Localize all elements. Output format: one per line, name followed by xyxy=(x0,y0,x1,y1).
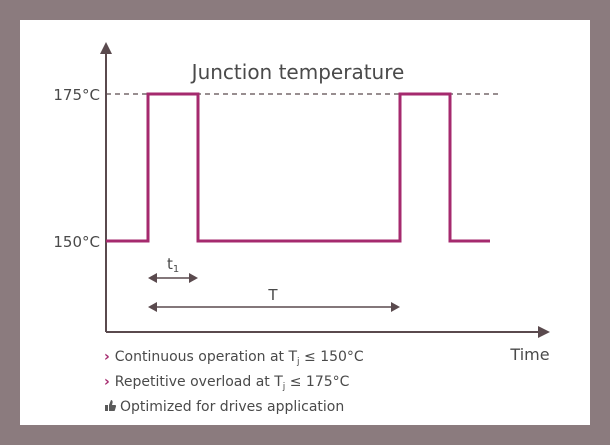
notes-list: ›Continuous operation at Tj ≤ 150°C ›Rep… xyxy=(104,347,364,418)
t1-span: t1 xyxy=(148,255,198,283)
x-axis-label: Time xyxy=(509,345,549,364)
diagram-title: Junction temperature xyxy=(190,60,405,84)
period-label: T xyxy=(267,286,278,304)
note-repetitive-overload: ›Repetitive overload at Tj ≤ 175°C xyxy=(104,372,364,397)
chevron-icon: › xyxy=(104,349,110,365)
y-tick-150: 150°C xyxy=(53,233,100,251)
chevron-icon: › xyxy=(104,374,110,390)
thumbs-up-icon xyxy=(104,398,117,418)
t1-label: t1 xyxy=(167,255,179,275)
note-subscript: j xyxy=(282,382,286,392)
diagram-panel: 175°C 150°C Junction temperature Time t1… xyxy=(20,20,590,425)
note-suffix: ≤ 150°C xyxy=(299,349,364,365)
note-text: Optimized for drives application xyxy=(120,399,345,415)
period-right-arrow-icon xyxy=(391,302,400,312)
note-subscript: j xyxy=(297,357,300,367)
t1-right-arrow-icon xyxy=(189,273,198,283)
note-continuous-operation: ›Continuous operation at Tj ≤ 150°C xyxy=(104,347,364,372)
period-left-arrow-icon xyxy=(148,302,157,312)
period-span: T xyxy=(148,286,400,312)
note-text: Continuous operation at T xyxy=(114,349,298,365)
x-axis-arrow-icon xyxy=(538,326,550,338)
y-axis-arrow-icon xyxy=(100,42,112,54)
note-drives-application: Optimized for drives application xyxy=(104,397,364,418)
junction-temperature-diagram: 175°C 150°C Junction temperature Time t1… xyxy=(53,42,550,364)
note-text: Repetitive overload at T xyxy=(114,374,283,390)
temperature-waveform xyxy=(106,92,490,243)
note-suffix: ≤ 175°C xyxy=(285,374,350,390)
y-tick-175: 175°C xyxy=(53,86,100,104)
t1-left-arrow-icon xyxy=(148,273,157,283)
